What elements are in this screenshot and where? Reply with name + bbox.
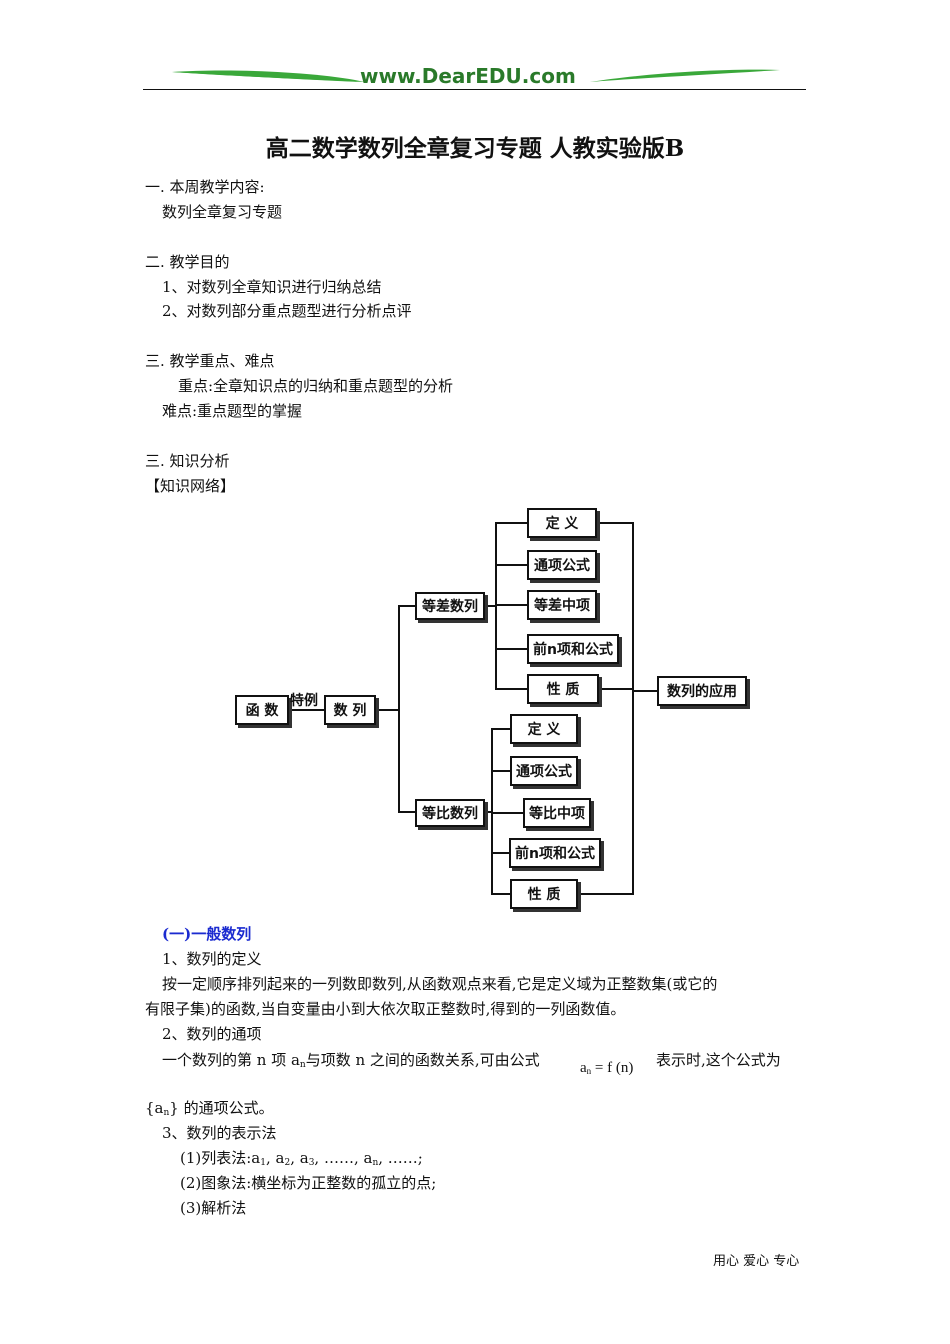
geom-definition-box: 定 义	[510, 714, 578, 744]
arith-middle-term-box: 等差中项	[527, 590, 597, 620]
page-title: 高二数学数列全章复习专题 人教实验版B	[265, 135, 685, 162]
connector	[491, 728, 511, 730]
general-term-text: 一个数列的第 n 项 an与项数 n 之间的函数关系,可由公式	[162, 1050, 540, 1075]
definition-text: 按一定顺序排列起来的一列数即数列,从函数观点来看,它是定义域为正整数集(或它的	[162, 975, 718, 993]
connector	[576, 893, 633, 895]
formula-a: a	[580, 1060, 587, 1076]
representation-item: (3)解析法	[180, 1199, 247, 1217]
geom-middle-term-box: 等比中项	[523, 798, 591, 828]
connector	[484, 605, 496, 607]
representation-item: (2)图象法:横坐标为正整数的孤立的点;	[180, 1174, 437, 1192]
connector	[491, 770, 511, 772]
subscript: n	[163, 1108, 170, 1118]
function-box: 函 数	[235, 695, 289, 725]
subscript: n	[299, 1060, 306, 1070]
general-term-formula: an = f (n)	[580, 1060, 633, 1077]
connector	[599, 688, 633, 690]
knowledge-network-label: 【知识网络】	[145, 477, 236, 495]
text-run: (1)列表法:a	[180, 1149, 261, 1167]
text-run: 与项数 n 之间的函数关系,可由公式	[305, 1051, 540, 1069]
section3-key: 重点:全章知识点的归纳和重点题型的分析	[178, 377, 454, 395]
logo-swoosh-icon	[172, 69, 780, 82]
section1-body: 数列全章复习专题	[162, 203, 283, 221]
section2-heading: 二. 教学目的	[145, 253, 230, 271]
connector	[495, 522, 527, 524]
representation-item: (1)列表法:a1, a2, a3, ……, an, ……;	[180, 1148, 423, 1173]
geometric-sequence-box: 等比数列	[415, 799, 485, 827]
arith-definition-box: 定 义	[527, 508, 597, 538]
geom-properties-box: 性 质	[510, 879, 578, 909]
subscript: n	[372, 1158, 379, 1168]
connector	[398, 605, 416, 607]
text-run: , ……;	[378, 1149, 423, 1167]
header-rule	[143, 89, 806, 90]
connector	[632, 690, 658, 692]
connector	[495, 604, 527, 606]
connector	[491, 812, 523, 814]
section2-item: 2、对数列部分重点题型进行分析点评	[162, 302, 412, 320]
geom-sum-formula-box: 前n项和公式	[509, 838, 601, 868]
text-run: } 的通项公式。	[169, 1099, 274, 1117]
header-logo: www.DearEDU.com	[170, 62, 782, 90]
section2-item: 1、对数列全章知识进行归纳总结	[162, 278, 382, 296]
section3-difficulty: 难点:重点题型的掌握	[162, 402, 303, 420]
connector	[398, 605, 400, 813]
special-case-label: 特例	[290, 693, 318, 709]
connector	[495, 522, 497, 690]
connector	[495, 688, 527, 690]
connector	[491, 852, 509, 854]
connector	[495, 648, 527, 650]
section1-heading: 一. 本周教学内容:	[145, 178, 265, 196]
subscript: 2	[284, 1158, 291, 1168]
general-term-text: {an} 的通项公式。	[145, 1098, 274, 1123]
subscript: n	[586, 1066, 592, 1076]
definition-text: 有限子集)的函数,当自变量由小到大依次取正整数时,得到的一列函数值。	[145, 1000, 626, 1018]
arith-general-term-box: 通项公式	[527, 550, 597, 580]
definition-heading: 1、数列的定义	[162, 950, 262, 968]
general-term-text: 表示时,这个公式为	[656, 1051, 781, 1069]
arith-properties-box: 性 质	[527, 674, 599, 704]
geom-general-term-box: 通项公式	[510, 756, 578, 786]
sequence-box: 数 列	[324, 695, 376, 725]
connector	[596, 522, 633, 524]
text-run: {a	[145, 1099, 164, 1117]
general-term-heading: 2、数列的通项	[162, 1025, 262, 1043]
section4-heading: 三. 知识分析	[145, 452, 230, 470]
representation-heading: 3、数列的表示法	[162, 1124, 277, 1142]
connector	[495, 564, 527, 566]
section3-heading: 三. 教学重点、难点	[145, 352, 275, 370]
text-run: , a	[265, 1149, 285, 1167]
arithmetic-sequence-box: 等差数列	[415, 592, 485, 620]
subscript: 3	[308, 1158, 315, 1168]
logo-text: www.DearEDU.com	[360, 64, 576, 88]
connector	[376, 709, 399, 711]
text-run: 一个数列的第 n 项 a	[162, 1051, 300, 1069]
connector	[288, 709, 325, 711]
subscript: 1	[260, 1158, 266, 1168]
connector	[484, 811, 492, 813]
connector	[491, 728, 493, 894]
arith-sum-formula-box: 前n项和公式	[527, 634, 619, 664]
formula-rest: = f (n)	[591, 1060, 634, 1076]
part1-heading: (一)一般数列	[162, 925, 252, 943]
text-run: , a	[290, 1149, 309, 1167]
connector	[491, 893, 511, 895]
connector	[632, 522, 634, 895]
sequence-application-box: 数列的应用	[657, 676, 747, 706]
footer-slogan: 用心 爱心 专心	[713, 1254, 800, 1269]
connector	[398, 811, 416, 813]
text-run: , ……, a	[314, 1149, 373, 1167]
